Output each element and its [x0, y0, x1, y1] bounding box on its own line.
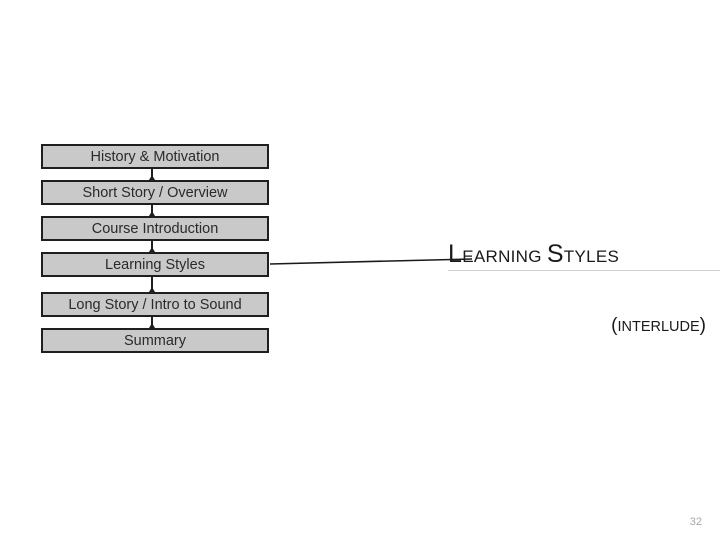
section-box-history-motivation: History & Motivation	[41, 144, 269, 169]
section-label: Course Introduction	[91, 220, 219, 237]
section-box-summary: Summary	[41, 328, 269, 353]
callout-line	[269, 258, 473, 265]
connector-line	[151, 241, 153, 252]
slide-subtitle: (interlude)	[611, 315, 706, 337]
title-word: earning	[462, 247, 542, 266]
section-label: Learning Styles	[105, 256, 205, 273]
subtitle-close-paren: )	[699, 315, 706, 336]
section-label: Short Story / Overview	[82, 184, 228, 201]
title-underline	[448, 270, 720, 271]
title-word: tyles	[563, 247, 620, 266]
section-label: Long Story / Intro to Sound	[68, 296, 242, 313]
subtitle-text: interlude	[617, 319, 700, 335]
subtitle-open-paren: (	[611, 315, 618, 336]
section-box-course-introduction: Course Introduction	[41, 216, 269, 241]
page-number: 32	[689, 516, 702, 528]
connector-line	[151, 277, 153, 292]
arrowhead	[149, 323, 155, 328]
arrowhead	[149, 247, 155, 252]
connector-line	[151, 317, 153, 328]
arrowhead	[149, 211, 155, 216]
connector-line	[151, 169, 153, 180]
connector-line	[151, 205, 153, 216]
slide-title: Learning Styles	[448, 240, 619, 269]
section-box-long-story-intro-sound: Long Story / Intro to Sound	[41, 292, 269, 317]
section-label: Summary	[123, 332, 187, 349]
arrowhead	[149, 175, 155, 180]
section-box-short-story-overview: Short Story / Overview	[41, 180, 269, 205]
arrowhead	[149, 287, 155, 292]
section-box-learning-styles: Learning Styles	[41, 252, 269, 277]
title-initial: L	[448, 240, 463, 268]
title-initial: S	[546, 240, 564, 268]
section-label: History & Motivation	[90, 148, 220, 165]
